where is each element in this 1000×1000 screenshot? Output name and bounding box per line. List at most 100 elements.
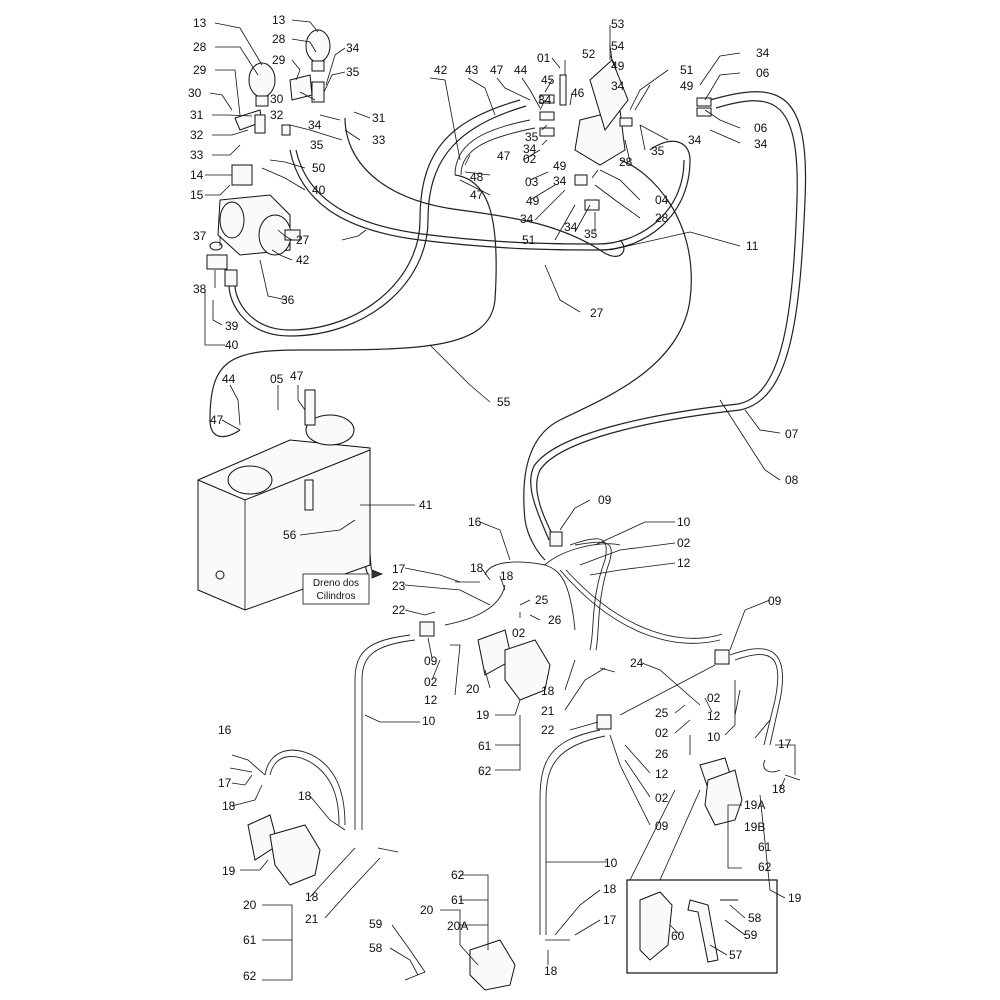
drain-label-box: Dreno dos Cilindros (302, 573, 370, 605)
callout-32-right: 32 (270, 108, 284, 122)
callout-21-center: 21 (541, 704, 555, 718)
callout-34-mid1: 34 (523, 142, 537, 156)
callout-52: 52 (582, 47, 596, 61)
callout-34-valve1: 34 (611, 79, 625, 93)
callout-61-bottom: 61 (451, 893, 465, 907)
leader-lines (204, 19, 796, 981)
callout-17-bottom: 17 (603, 913, 617, 927)
callout-40-bottom: 40 (225, 338, 239, 352)
callout-10-right: 10 (707, 730, 721, 744)
callout-36: 36 (281, 293, 295, 307)
callout-56: 56 (283, 528, 297, 542)
callout-25-center: 25 (535, 593, 549, 607)
callout-60: 60 (671, 929, 685, 943)
callout-31-right: 31 (372, 111, 386, 125)
callout-23: 23 (392, 579, 406, 593)
brake-valve-pedal-icon (559, 59, 629, 166)
callout-47-mid: 47 (497, 149, 511, 163)
callout-34-right1: 34 (756, 46, 770, 60)
callout-28-left: 28 (193, 40, 207, 54)
callout-29-left: 29 (193, 63, 207, 77)
callout-02-top: 02 (523, 152, 537, 166)
hydraulic-pump-icon (217, 194, 301, 256)
callout-19-left: 19 (222, 864, 236, 878)
callout-18-bottom-a: 18 (603, 882, 617, 896)
callout-33-right: 33 (372, 133, 386, 147)
callout-06-top: 06 (756, 66, 770, 80)
callout-19-right: 19 (788, 891, 802, 905)
callout-31-left: 31 (190, 108, 204, 122)
callout-38: 38 (193, 282, 207, 296)
callout-43: 43 (465, 63, 479, 77)
callout-09-lower: 09 (655, 819, 669, 833)
callout-18-left-c: 18 (305, 890, 319, 904)
callout-02-right-b: 02 (655, 726, 669, 740)
callout-35-lower: 35 (584, 227, 598, 241)
callout-59-bottom: 59 (369, 917, 383, 931)
callout-10-top: 10 (677, 515, 691, 529)
callout-62-left: 62 (243, 969, 257, 983)
callout-18-left-b: 18 (298, 789, 312, 803)
callout-32-left: 32 (190, 128, 204, 142)
hydraulic-reservoir-icon (197, 389, 371, 611)
drain-label-line1: Dreno dos (313, 578, 359, 589)
callout-35-topleft: 35 (346, 65, 360, 79)
callout-16-left: 16 (218, 723, 232, 737)
callout-09-right: 09 (768, 594, 782, 608)
callout-05: 05 (270, 372, 284, 386)
callout-33-left: 33 (190, 148, 204, 162)
callout-02-right-c: 02 (655, 791, 669, 805)
filter-block-icon (231, 164, 253, 186)
brake-caliper-left-icon (247, 814, 321, 886)
callout-26-right: 26 (655, 747, 669, 761)
connector-block-icon (206, 254, 228, 270)
drain-label-line2: Cilindros (317, 591, 356, 602)
callout-54: 54 (611, 39, 625, 53)
callout-44-top: 44 (514, 63, 528, 77)
callout-62-bottom: 62 (451, 868, 465, 882)
callout-09-center: 09 (424, 654, 438, 668)
callout-14: 14 (190, 168, 204, 182)
callout-20-bottom: 20 (420, 903, 434, 917)
callout-48: 48 (470, 170, 484, 184)
callout-61-left: 61 (243, 933, 257, 947)
callout-09-top: 09 (598, 493, 612, 507)
accumulator-right-icon (305, 29, 331, 72)
callout-47-reservoir-left: 47 (210, 413, 224, 427)
callout-34-topleft: 34 (346, 41, 360, 55)
parts: Dreno dos Cilindros (197, 29, 801, 991)
callout-42-top: 42 (434, 63, 448, 77)
callout-35-valve: 35 (651, 144, 665, 158)
callout-59-inset: 59 (744, 928, 758, 942)
callout-22-center: 22 (392, 603, 406, 617)
callout-03: 03 (525, 175, 539, 189)
callout-27-right: 27 (590, 306, 604, 320)
callout-10-bottom: 10 (604, 856, 618, 870)
callout-12-right-a: 12 (707, 709, 721, 723)
callout-44-reservoir: 44 (222, 372, 236, 386)
callout-02-center-left: 02 (424, 675, 438, 689)
callout-17-right: 17 (778, 737, 792, 751)
callout-17-left: 17 (218, 776, 232, 790)
callout-02-center: 02 (512, 626, 526, 640)
callout-13-right: 13 (272, 13, 286, 27)
callout-42-left: 42 (296, 253, 310, 267)
callout-19B: 19B (744, 820, 765, 834)
callout-30-right: 30 (270, 92, 284, 106)
brake-caliper-center-icon (477, 629, 551, 701)
callout-39: 39 (225, 319, 239, 333)
callout-15: 15 (190, 188, 204, 202)
callout-20-center: 20 (466, 682, 480, 696)
callout-labels: 13 13 28 28 29 29 34 35 30 30 31 31 32 3… (188, 13, 802, 983)
brake-caliper-right-icon (699, 757, 743, 826)
callout-26-center: 26 (548, 613, 562, 627)
callout-24: 24 (630, 656, 644, 670)
callout-07: 07 (785, 427, 799, 441)
callout-28-valve: 28 (619, 155, 633, 169)
callout-49-lower: 49 (526, 194, 540, 208)
callout-28-right: 28 (272, 32, 286, 46)
callout-25-right: 25 (655, 706, 669, 720)
callout-27-left: 27 (296, 233, 310, 247)
callout-45: 45 (541, 73, 555, 87)
